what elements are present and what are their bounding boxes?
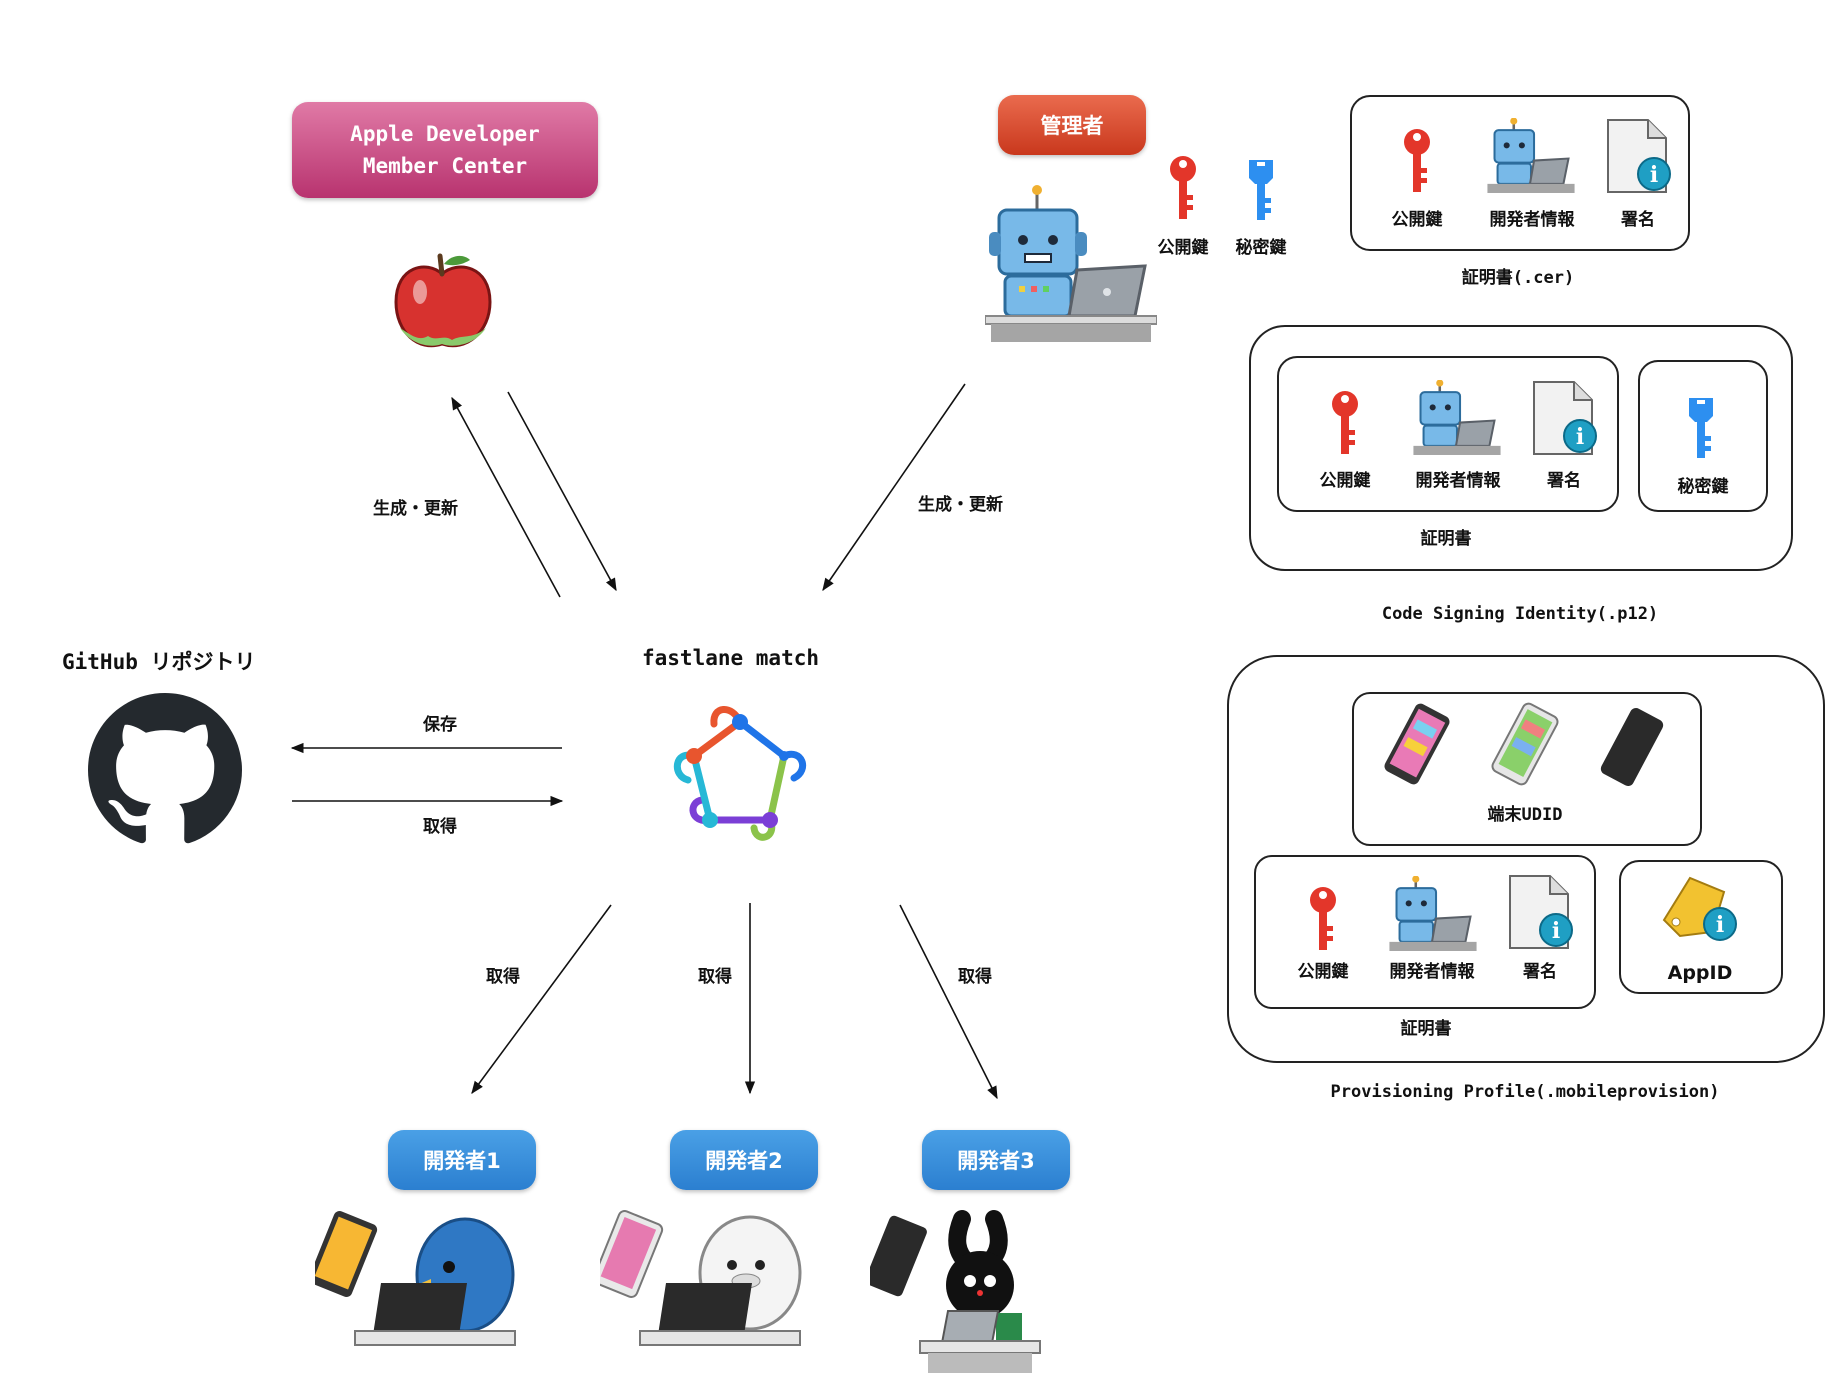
profile-caption: Provisioning Profile(.mobileprovision)	[1330, 1082, 1720, 1102]
cer-public-key-icon	[1404, 129, 1430, 192]
svg-text:i: i	[1716, 912, 1724, 938]
profile-developer-info-icon	[1389, 876, 1477, 951]
svg-text:i: i	[1650, 162, 1658, 188]
robot-admin-icon	[985, 185, 1157, 342]
developer-1-illustration	[315, 1211, 516, 1346]
profile-signature-icon: i	[1509, 875, 1573, 949]
cer-item-signature: 署名	[1621, 210, 1655, 230]
appid-label: AppID	[1667, 962, 1733, 984]
public-key-icon	[1170, 156, 1196, 219]
profile-item-public-key: 公開鍵	[1297, 962, 1349, 982]
admin-node: 管理者	[998, 95, 1146, 155]
p12-certificate-label: 証明書	[1420, 529, 1472, 549]
profile-item-developer-info: 開発者情報	[1389, 962, 1475, 982]
p12-item-developer-info: 開発者情報	[1415, 471, 1501, 491]
cer-caption: 証明書(.cer)	[1461, 268, 1575, 288]
private-key-icon	[1249, 160, 1273, 220]
edge-label-generate-right: 生成・更新	[918, 495, 1003, 515]
arrow-admin-to-match	[822, 383, 966, 592]
device-1-icon	[1384, 703, 1450, 785]
udid-label: 端末UDID	[1487, 805, 1563, 825]
profile-item-signature: 署名	[1523, 962, 1557, 982]
device-2-icon	[1491, 702, 1559, 786]
p12-item-signature: 署名	[1547, 471, 1581, 491]
arrow-match-to-dev1	[471, 904, 612, 1095]
device-3-icon	[1600, 707, 1664, 787]
p12-signature-icon: i	[1533, 381, 1597, 455]
admin-private-key-label: 秘密鍵	[1235, 238, 1287, 258]
developer-3-node: 開発者3	[922, 1130, 1070, 1190]
arrow-apple-to-match	[507, 391, 617, 592]
fastlane-match-title: fastlane match	[642, 646, 820, 670]
p12-caption: Code Signing Identity(.p12)	[1381, 604, 1659, 624]
cer-item-public-key: 公開鍵	[1391, 210, 1443, 230]
cer-signature-icon: i	[1607, 119, 1671, 193]
appid-tag-icon: i	[1662, 876, 1737, 941]
fastlane-icon	[674, 706, 807, 841]
svg-text:i: i	[1552, 918, 1560, 944]
apple-developer-center-node: Apple Developer Member Center	[292, 102, 598, 198]
github-icon	[88, 693, 242, 844]
developer-2-illustration	[600, 1210, 802, 1346]
edge-label-fetch-dev3: 取得	[958, 967, 992, 987]
p12-developer-info-icon	[1413, 380, 1501, 455]
profile-certificate-label: 証明書	[1400, 1019, 1452, 1039]
edge-label-save: 保存	[423, 715, 457, 735]
edge-label-fetch-dev1: 取得	[486, 967, 520, 987]
developer-1-node: 開発者1	[388, 1130, 536, 1190]
cer-developer-info-icon	[1487, 118, 1575, 193]
edge-label-generate-left: 生成・更新	[373, 499, 458, 519]
p12-private-key-label: 秘密鍵	[1677, 477, 1729, 497]
p12-item-public-key: 公開鍵	[1319, 471, 1371, 491]
developer-2-node: 開発者2	[670, 1130, 818, 1190]
developer-3-illustration	[870, 1210, 1041, 1373]
apple-icon	[394, 253, 492, 348]
arrow-match-to-dev3	[899, 904, 998, 1100]
edge-label-fetch-github: 取得	[423, 817, 457, 837]
profile-public-key-icon	[1310, 887, 1336, 950]
p12-public-key-icon	[1332, 391, 1358, 454]
cer-item-developer-info: 開発者情報	[1489, 210, 1575, 230]
admin-public-key-label: 公開鍵	[1157, 238, 1209, 258]
p12-private-key-icon	[1689, 398, 1713, 458]
github-title: GitHub リポジトリ	[62, 650, 256, 674]
svg-text:i: i	[1576, 424, 1584, 450]
arrow-match-to-apple	[451, 396, 561, 598]
edge-label-fetch-dev2: 取得	[698, 967, 732, 987]
